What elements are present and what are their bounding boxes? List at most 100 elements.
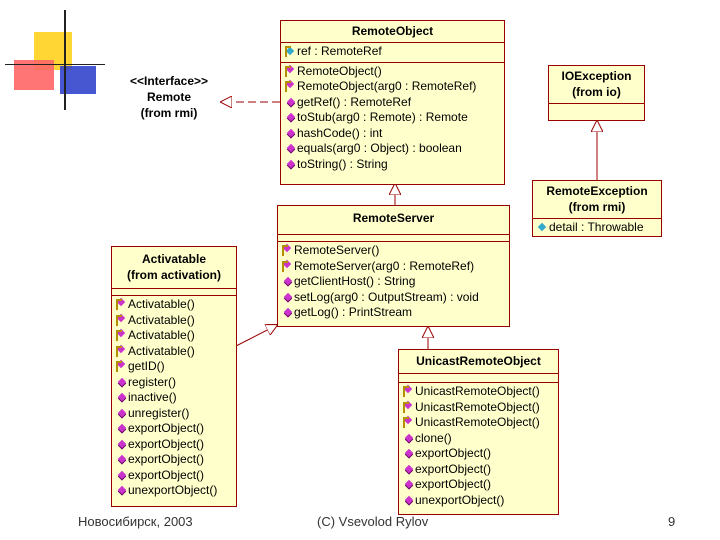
method-icon — [116, 408, 127, 419]
method-text: hashCode() : int — [297, 125, 383, 140]
method-text: Activatable() — [128, 312, 195, 327]
method-text: clone() — [415, 430, 452, 445]
method-row: exportObject() — [403, 477, 558, 493]
method-text: getClientHost() : String — [294, 274, 416, 288]
method-row: Activatable() — [116, 328, 236, 344]
method-row: getID() — [116, 359, 236, 375]
method-text: toStub(arg0 : Remote) : Remote — [297, 110, 468, 124]
class-package: (from activation) — [126, 268, 221, 282]
method-icon — [403, 495, 414, 506]
method-row: Activatable() — [116, 313, 236, 329]
method-text: RemoteServer() — [294, 243, 380, 257]
method-row: setLog(arg0 : OutputStream) : void — [282, 290, 509, 306]
method-text: exportObject() — [415, 461, 492, 476]
interface-package: (from rmi) — [140, 106, 198, 120]
class-name: Activatable — [141, 252, 207, 266]
method-text: RemoteObject(arg0 : RemoteRef) — [297, 79, 477, 93]
method-row: UnicastRemoteObject() — [403, 415, 558, 431]
interface-stereotype: <<Interface>> — [129, 74, 209, 88]
method-text: unexportObject() — [128, 483, 218, 497]
method-text: getID() — [128, 359, 165, 373]
method-text: setLog(arg0 : OutputStream) : void — [294, 289, 479, 304]
constructor-icon — [116, 345, 127, 357]
method-text: UnicastRemoteObject() — [415, 415, 540, 429]
method-icon — [403, 448, 414, 459]
method-icon — [116, 454, 127, 465]
constructor-icon — [285, 81, 296, 93]
method-row: unexportObject() — [403, 493, 558, 509]
method-text: exportObject() — [128, 421, 205, 435]
method-icon — [403, 479, 414, 490]
class-header: RemoteObject — [281, 21, 504, 43]
class-name: IOException — [561, 69, 632, 83]
class-remote-server[interactable]: RemoteServer RemoteServer() RemoteServer… — [277, 205, 510, 327]
method-row: toString() : String — [285, 157, 504, 173]
method-row: Activatable() — [116, 344, 236, 360]
constructor-icon — [282, 260, 293, 272]
method-text: unexportObject() — [415, 492, 505, 507]
attribute-row: ref : RemoteRef — [285, 44, 504, 60]
method-icon — [403, 464, 414, 475]
method-row: exportObject() — [116, 468, 236, 484]
class-name: RemoteServer — [352, 211, 435, 225]
methods-section: RemoteServer() RemoteServer(arg0 : Remot… — [278, 242, 509, 323]
method-text: UnicastRemoteObject() — [415, 384, 540, 398]
footer-page-number: 9 — [668, 514, 676, 529]
logo-red-square — [14, 60, 54, 90]
method-text: Activatable() — [128, 343, 195, 358]
method-icon — [282, 276, 293, 287]
constructor-icon — [403, 386, 414, 398]
attributes-section — [399, 374, 558, 383]
method-row: getClientHost() : String — [282, 274, 509, 290]
method-row: unexportObject() — [116, 483, 236, 499]
class-header: UnicastRemoteObject — [399, 350, 558, 374]
method-text: exportObject() — [128, 467, 205, 482]
class-header: Activatable (from activation) — [112, 247, 236, 289]
method-row: exportObject() — [403, 462, 558, 478]
method-icon — [116, 423, 127, 434]
method-row: toStub(arg0 : Remote) : Remote — [285, 110, 504, 126]
attribute-text: ref : RemoteRef — [297, 44, 382, 58]
remote-interface[interactable]: <<Interface>> Remote (from rmi) — [118, 73, 220, 121]
method-row: register() — [116, 375, 236, 391]
logo-blue-square — [60, 66, 96, 94]
footer-left: Новосибирск, 2003 — [78, 514, 193, 529]
attribute-key-icon — [285, 46, 296, 58]
methods-section: UnicastRemoteObject() UnicastRemoteObjec… — [399, 383, 558, 510]
method-row: exportObject() — [403, 446, 558, 462]
class-remote-object[interactable]: RemoteObject ref : RemoteRef RemoteObjec… — [280, 20, 505, 185]
method-row: Activatable() — [116, 297, 236, 313]
method-text: equals(arg0 : Object) : boolean — [297, 141, 462, 155]
class-activatable[interactable]: Activatable (from activation) Activatabl… — [111, 246, 237, 507]
method-icon — [285, 97, 296, 108]
method-row: exportObject() — [116, 452, 236, 468]
method-text: UnicastRemoteObject() — [415, 399, 540, 414]
method-text: Activatable() — [128, 328, 195, 342]
constructor-icon — [116, 361, 127, 373]
method-text: Activatable() — [128, 297, 195, 311]
method-icon — [116, 377, 127, 388]
method-icon — [285, 159, 296, 170]
method-icon — [285, 112, 296, 123]
attribute-row: detail : Throwable — [537, 220, 661, 236]
class-header: IOException (from io) — [549, 66, 644, 104]
method-row: RemoteServer(arg0 : RemoteRef) — [282, 259, 509, 275]
attribute-icon — [537, 222, 548, 233]
method-row: RemoteServer() — [282, 243, 509, 259]
method-row: getRef() : RemoteRef — [285, 95, 504, 111]
method-row: exportObject() — [116, 421, 236, 437]
method-text: exportObject() — [415, 446, 492, 460]
method-row: exportObject() — [116, 437, 236, 453]
method-row: hashCode() : int — [285, 126, 504, 142]
class-remote-exception[interactable]: RemoteException (from rmi) detail : Thro… — [532, 180, 662, 237]
method-text: RemoteServer(arg0 : RemoteRef) — [294, 258, 475, 273]
class-io-exception[interactable]: IOException (from io) — [548, 65, 645, 121]
logo-vertical-line — [64, 10, 66, 110]
logo-decoration — [0, 0, 110, 110]
method-icon — [282, 307, 293, 318]
method-text: exportObject() — [128, 452, 205, 466]
method-icon — [285, 128, 296, 139]
constructor-icon — [403, 417, 414, 429]
method-text: unregister() — [128, 405, 190, 420]
class-unicast-remote-object[interactable]: UnicastRemoteObject UnicastRemoteObject(… — [398, 349, 559, 515]
